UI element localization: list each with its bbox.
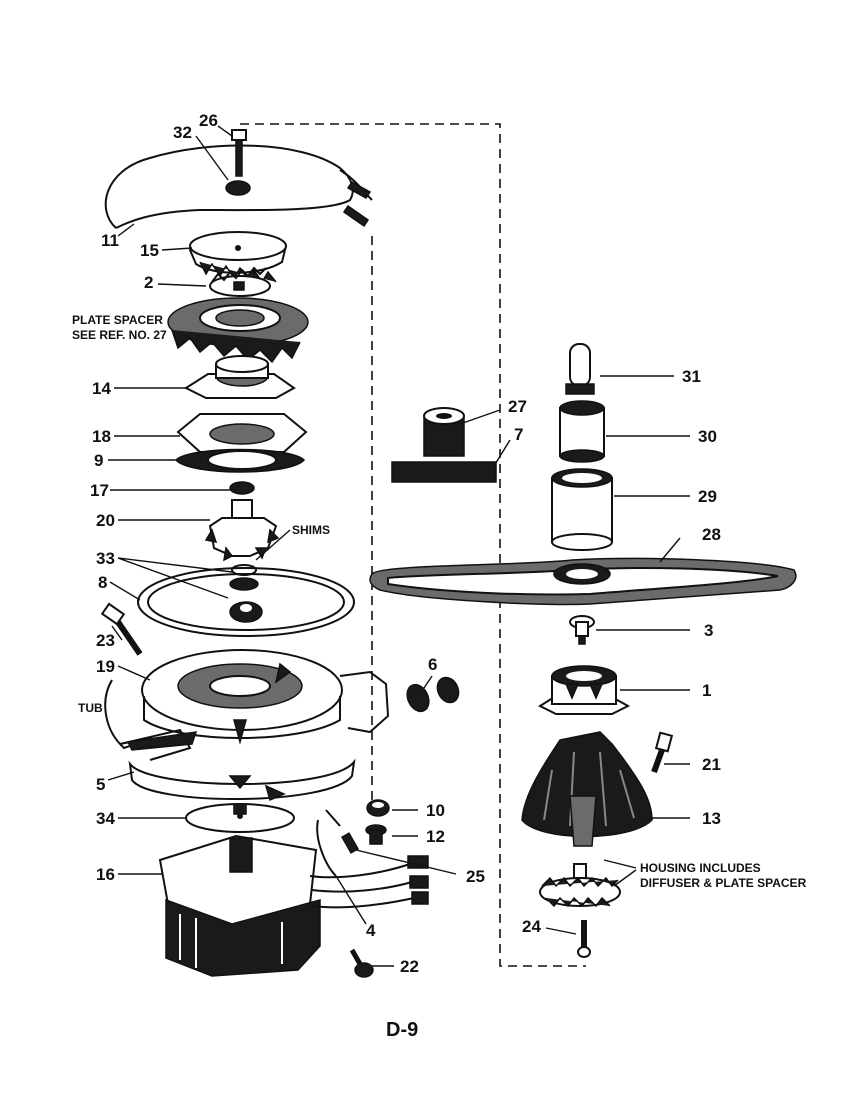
plate-spacer-label-line2: SEE REF. NO. 27 (72, 328, 167, 342)
callout-2: 2 (144, 273, 153, 292)
plate-spacer (167, 297, 309, 364)
shims-label: SHIMS (292, 523, 330, 537)
callout-22: 22 (400, 957, 419, 976)
grommet-10 (366, 799, 390, 817)
spray-tube (104, 144, 373, 229)
callout-9: 9 (94, 451, 103, 470)
leader-lines (107, 125, 690, 967)
callout-28: 28 (702, 525, 721, 544)
hub-1 (537, 665, 631, 715)
callout-18: 18 (92, 427, 111, 446)
screw-25 (341, 832, 359, 854)
tube-29 (551, 468, 613, 551)
spray-arm-28 (369, 557, 797, 606)
callout-20: 20 (96, 511, 115, 530)
callout-numbers: 26 32 11 15 2 14 18 9 17 20 33 8 23 19 5… (90, 111, 721, 976)
callout-33: 33 (96, 549, 115, 568)
text-labels: PLATE SPACER SEE REF. NO. 27 SHIMS TUB H… (72, 313, 807, 1041)
gasket-plate-18 (176, 413, 308, 453)
large-seal-ring-8 (137, 567, 355, 637)
callout-26: 26 (199, 111, 218, 130)
housing-13 (521, 731, 653, 847)
screw-3 (569, 615, 595, 645)
diffuser-gear (539, 863, 621, 908)
motor-16 (158, 834, 429, 977)
callout-21: 21 (702, 755, 721, 774)
housing-label-line2: DIFFUSER & PLATE SPACER (640, 876, 807, 890)
assembly-guide-lines (240, 123, 586, 967)
callout-16: 16 (96, 865, 115, 884)
screw-22 (349, 948, 374, 978)
callout-19: 19 (96, 657, 115, 676)
callout-3: 3 (704, 621, 713, 640)
callout-4: 4 (366, 921, 376, 940)
clip-4 (316, 809, 341, 877)
callout-10: 10 (426, 801, 445, 820)
pump-housing-19 (141, 649, 343, 745)
screw-24 (577, 920, 591, 958)
callout-8: 8 (98, 573, 107, 592)
callout-13: 13 (702, 809, 721, 828)
callout-31: 31 (682, 367, 701, 386)
tub-edge (104, 670, 390, 761)
callout-11: 11 (101, 231, 119, 250)
callout-7: 7 (514, 425, 523, 444)
washer-32 (225, 180, 251, 196)
callout-5: 5 (96, 775, 105, 794)
guide-line-right (240, 123, 586, 967)
callout-17: 17 (90, 481, 109, 500)
callout-1: 1 (702, 681, 711, 700)
housing-label-line1: HOUSING INCLUDES (640, 861, 761, 875)
seal-9 (174, 448, 306, 473)
small-gear-2 (209, 266, 271, 297)
callout-12: 12 (426, 827, 445, 846)
bolt-21 (651, 731, 674, 774)
callout-30: 30 (698, 427, 717, 446)
plug-12 (365, 824, 387, 845)
fittings-6 (406, 676, 460, 713)
callout-29: 29 (698, 487, 717, 506)
strip-7 (391, 461, 497, 483)
shim-33b (229, 577, 259, 591)
callout-15: 15 (140, 241, 159, 260)
callout-6: 6 (428, 655, 437, 674)
callout-25: 25 (466, 867, 485, 886)
ring-17 (229, 481, 255, 495)
callout-23: 23 (96, 631, 115, 650)
plate-spacer-label-line1: PLATE SPACER (72, 313, 163, 327)
disc-34 (185, 803, 295, 833)
tub-label: TUB (78, 701, 103, 715)
callout-34: 34 (96, 809, 115, 828)
callout-32: 32 (173, 123, 192, 142)
tube-30 (559, 400, 605, 463)
page-label: D-9 (386, 1019, 418, 1041)
lower-ring-5 (128, 758, 356, 802)
screw-26 (231, 129, 247, 177)
spacer-27 (423, 407, 465, 457)
impeller-20 (204, 499, 280, 562)
bolt-23 (100, 602, 143, 656)
tube-31 (565, 343, 595, 395)
bearing-cap-14 (183, 355, 296, 399)
callout-14: 14 (92, 379, 111, 398)
callout-27: 27 (508, 397, 527, 416)
callout-24: 24 (522, 917, 541, 936)
